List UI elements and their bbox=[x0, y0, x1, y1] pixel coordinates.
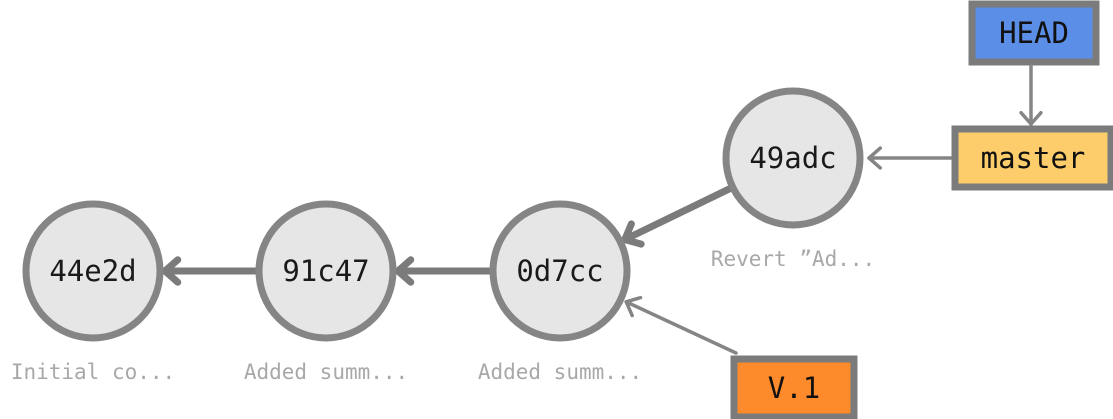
ref-box[interactable] bbox=[951, 125, 1113, 191]
parent-edge-c3-c2 bbox=[394, 256, 494, 286]
pointer-master-c4 bbox=[867, 146, 953, 170]
commit-hash: 44e2d bbox=[49, 254, 136, 288]
commit-circle[interactable] bbox=[255, 200, 397, 342]
pointer-v1-c3 bbox=[624, 295, 738, 355]
parent-edge-c4-c3-head bbox=[621, 220, 645, 248]
commit-hash: 0d7cc bbox=[516, 254, 603, 288]
ref-master[interactable]: master bbox=[951, 125, 1113, 191]
commit-message: Initial co... bbox=[11, 360, 175, 384]
commit-circle[interactable] bbox=[22, 200, 164, 342]
ref-label: HEAD bbox=[999, 16, 1069, 50]
edges-layer bbox=[161, 185, 734, 286]
pointer-head-master bbox=[1019, 64, 1043, 126]
pointer-master-c4-head bbox=[867, 146, 883, 170]
commit-message: Added summ... bbox=[478, 360, 642, 384]
parent-edge-c4-c3 bbox=[621, 185, 734, 248]
commit-message: Added summ... bbox=[244, 360, 408, 384]
parent-edge-c2-c1 bbox=[161, 256, 260, 286]
parent-edge-c3-c2-head bbox=[394, 256, 415, 286]
ref-v1[interactable]: V.1 bbox=[730, 355, 858, 419]
ref-box[interactable] bbox=[968, 0, 1100, 66]
parent-edge-c2-c1-head bbox=[161, 256, 182, 286]
commit-message: Revert ”Ad... bbox=[711, 247, 875, 271]
commit-circle[interactable] bbox=[489, 200, 631, 342]
ref-head[interactable]: HEAD bbox=[968, 0, 1100, 66]
ref-box[interactable] bbox=[730, 355, 858, 419]
commit-hash: 49adc bbox=[749, 141, 836, 175]
pointer-head-master-head bbox=[1019, 110, 1043, 126]
pointer-v1-c3-head bbox=[624, 295, 643, 318]
ref-label: master bbox=[981, 141, 1086, 175]
commit-circle[interactable] bbox=[722, 87, 864, 229]
commit-hash: 91c47 bbox=[282, 254, 369, 288]
ref-label: V.1 bbox=[768, 371, 820, 405]
